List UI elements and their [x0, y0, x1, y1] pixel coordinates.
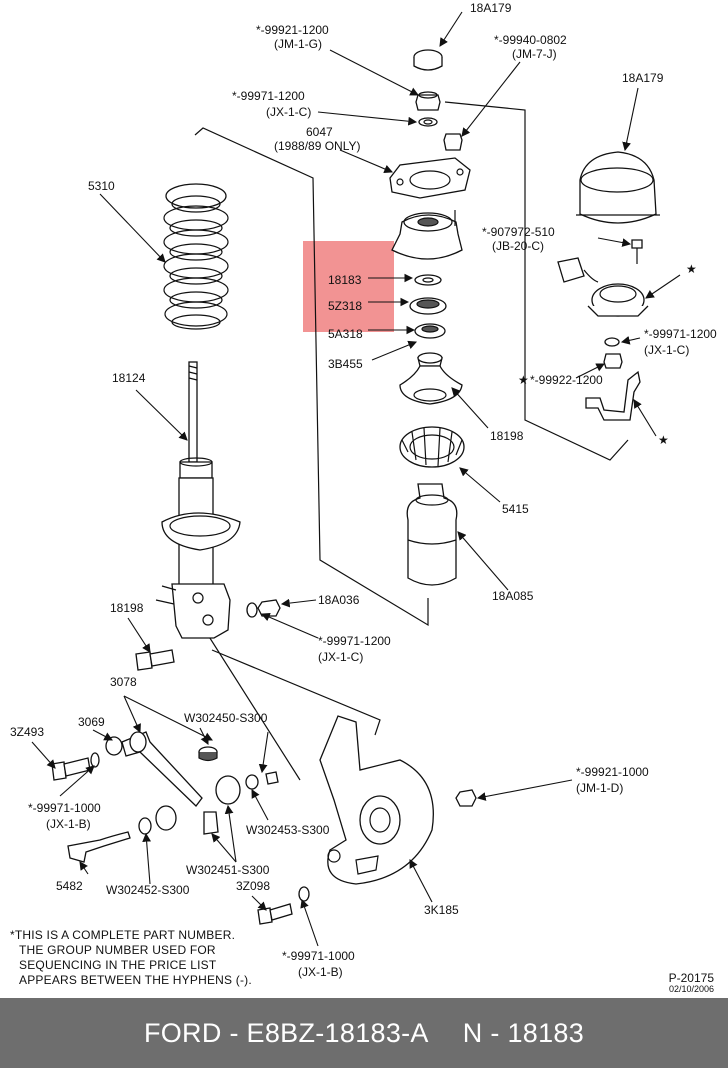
label-seat-18198: 18198: [490, 429, 524, 443]
coil-spring-5310: [163, 183, 229, 330]
footer-brand-part: FORD - E8BZ-18183-A: [143, 1017, 429, 1048]
upper-mount: [391, 210, 463, 260]
label-cover-right: 18A179: [622, 71, 664, 85]
label-nut-99921: *-99921-1200: [256, 23, 329, 37]
star-marker-2: ★: [658, 433, 669, 447]
part-number-note: *THIS IS A COMPLETE PART NUMBER. THE GRO…: [10, 928, 270, 988]
spring-seat-18198: [399, 365, 463, 405]
label-screw-907972-grp: (JB-20-C): [492, 239, 544, 253]
nut-99940: [443, 133, 463, 151]
label-washer-mid-grp: (JX-1-C): [318, 650, 363, 664]
washer-top: [418, 117, 438, 127]
label-part-18183: 18183: [328, 273, 362, 287]
label-plate-6047: 6047: [306, 125, 333, 139]
footer-number: N - 18183: [462, 1017, 585, 1048]
page-code-date: 02/10/2006: [668, 984, 714, 994]
bolt-5482: [67, 831, 131, 863]
page-code: P-20175 02/10/2006: [669, 972, 714, 995]
label-nut-99921-grp: (JM-1-G): [274, 37, 322, 51]
washer-18183: [414, 274, 442, 286]
label-nut-99922: *-99922-1200: [530, 373, 603, 387]
bearing-5z318: [409, 297, 447, 315]
assembly-outline: [194, 101, 629, 627]
screw-907972: [631, 239, 643, 264]
label-knuckle-3k185: 3K185: [424, 903, 459, 917]
label-bumper-5415: 5415: [502, 502, 529, 516]
label-bolt-3z098: 3Z098: [236, 879, 270, 893]
height-sensor: [587, 283, 649, 317]
note-line-3: SEQUENCING IN THE PRICE LIST: [19, 958, 217, 972]
bush-right: [215, 771, 279, 805]
label-washer-left-grp: (JX-1-B): [46, 817, 91, 831]
label-nut-99921-r: *-99921-1000: [576, 765, 649, 779]
label-nut-99940-grp: (JM-7-J): [512, 47, 557, 61]
label-nut-99940: *-99940-0802: [494, 33, 567, 47]
label-arm-3078: 3078: [110, 675, 137, 689]
label-nut-99921-r-grp: (JM-1-D): [576, 781, 623, 795]
part-3b455: [417, 352, 443, 367]
nut-99922: [603, 353, 623, 369]
cap-18a179: [413, 49, 443, 71]
sensor-connector: [557, 257, 599, 283]
note-line-1: *THIS IS A COMPLETE PART NUMBER.: [10, 928, 236, 942]
bolt-3z493: [51, 752, 100, 781]
note-line-2: THE GROUP NUMBER USED FOR: [19, 943, 216, 957]
label-bush-3069: 3069: [78, 715, 105, 729]
exploded-parts-diagram: ★ ★: [10, 1, 717, 979]
label-washer-bottom: *-99971-1000: [282, 949, 355, 963]
label-nut-18a036: 18A036: [318, 593, 360, 607]
leader-lines: [31, 11, 681, 947]
knuckle-3k185: [319, 715, 434, 885]
label-bush-w302451: W302451-S300: [186, 863, 270, 877]
plate-6047: [389, 157, 471, 199]
label-washer-top-grp: (JX-1-C): [266, 105, 311, 119]
label-bolt-18198: 18198: [110, 601, 144, 615]
label-nut-w302453: W302453-S300: [246, 823, 330, 837]
washer-right: [604, 337, 620, 347]
highlight-region: [303, 241, 394, 332]
label-washer-left: *-99971-1000: [28, 801, 101, 815]
page-code-number: P-20175: [668, 971, 714, 985]
bush-w302450: [198, 746, 218, 762]
label-star-3: ★: [518, 373, 529, 387]
label-plate-6047-note: (1988/89 ONLY): [274, 139, 361, 153]
label-part-5a318: 5A318: [328, 327, 363, 341]
label-bush-w302450: W302450-S300: [184, 711, 268, 725]
label-washer-top: *-99971-1200: [232, 89, 305, 103]
bolt-18198: [135, 649, 175, 671]
label-part-5z318: 5Z318: [328, 299, 362, 313]
label-boot-18a085: 18A085: [492, 589, 534, 603]
boot-18a085: [406, 483, 458, 586]
label-bolt-3z493: 3Z493: [10, 725, 44, 739]
nut-top: [415, 91, 441, 111]
lower-arm-3078: [105, 731, 203, 807]
star-marker-1: ★: [686, 262, 697, 276]
nut-99921-r: [455, 789, 477, 807]
sensor-bracket: [585, 370, 641, 421]
label-cap-top: 18A179: [470, 1, 512, 15]
label-screw-907972: *-907972-510: [482, 225, 555, 239]
note-line-4: APPEARS BETWEEN THE HYPHENS (-).: [19, 973, 252, 987]
label-washer-bottom-grp: (JX-1-B): [298, 965, 343, 979]
label-washer-mid: *-99971-1200: [318, 634, 391, 648]
cover-18a179: [576, 151, 660, 224]
label-spring: 5310: [88, 179, 115, 193]
footer-bar: FORD - E8BZ-18183-A N - 18183: [0, 998, 728, 1068]
label-washer-w302452: W302452-S300: [106, 883, 190, 897]
label-bolt-5482: 5482: [56, 879, 83, 893]
bolt-3z098: [257, 886, 310, 925]
label-washer-right: *-99971-1200: [644, 327, 717, 341]
strut-18124: [155, 361, 241, 639]
knuckle-outline: [207, 634, 381, 781]
label-strut-rod: 18124: [112, 371, 146, 385]
bush-lower: [138, 805, 219, 835]
part-5a318: [414, 323, 446, 339]
label-part-3b455: 3B455: [328, 357, 363, 371]
label-washer-right-grp: (JX-1-C): [644, 343, 689, 357]
nut-18a036: [246, 599, 281, 618]
bumper-5415: [399, 426, 465, 468]
